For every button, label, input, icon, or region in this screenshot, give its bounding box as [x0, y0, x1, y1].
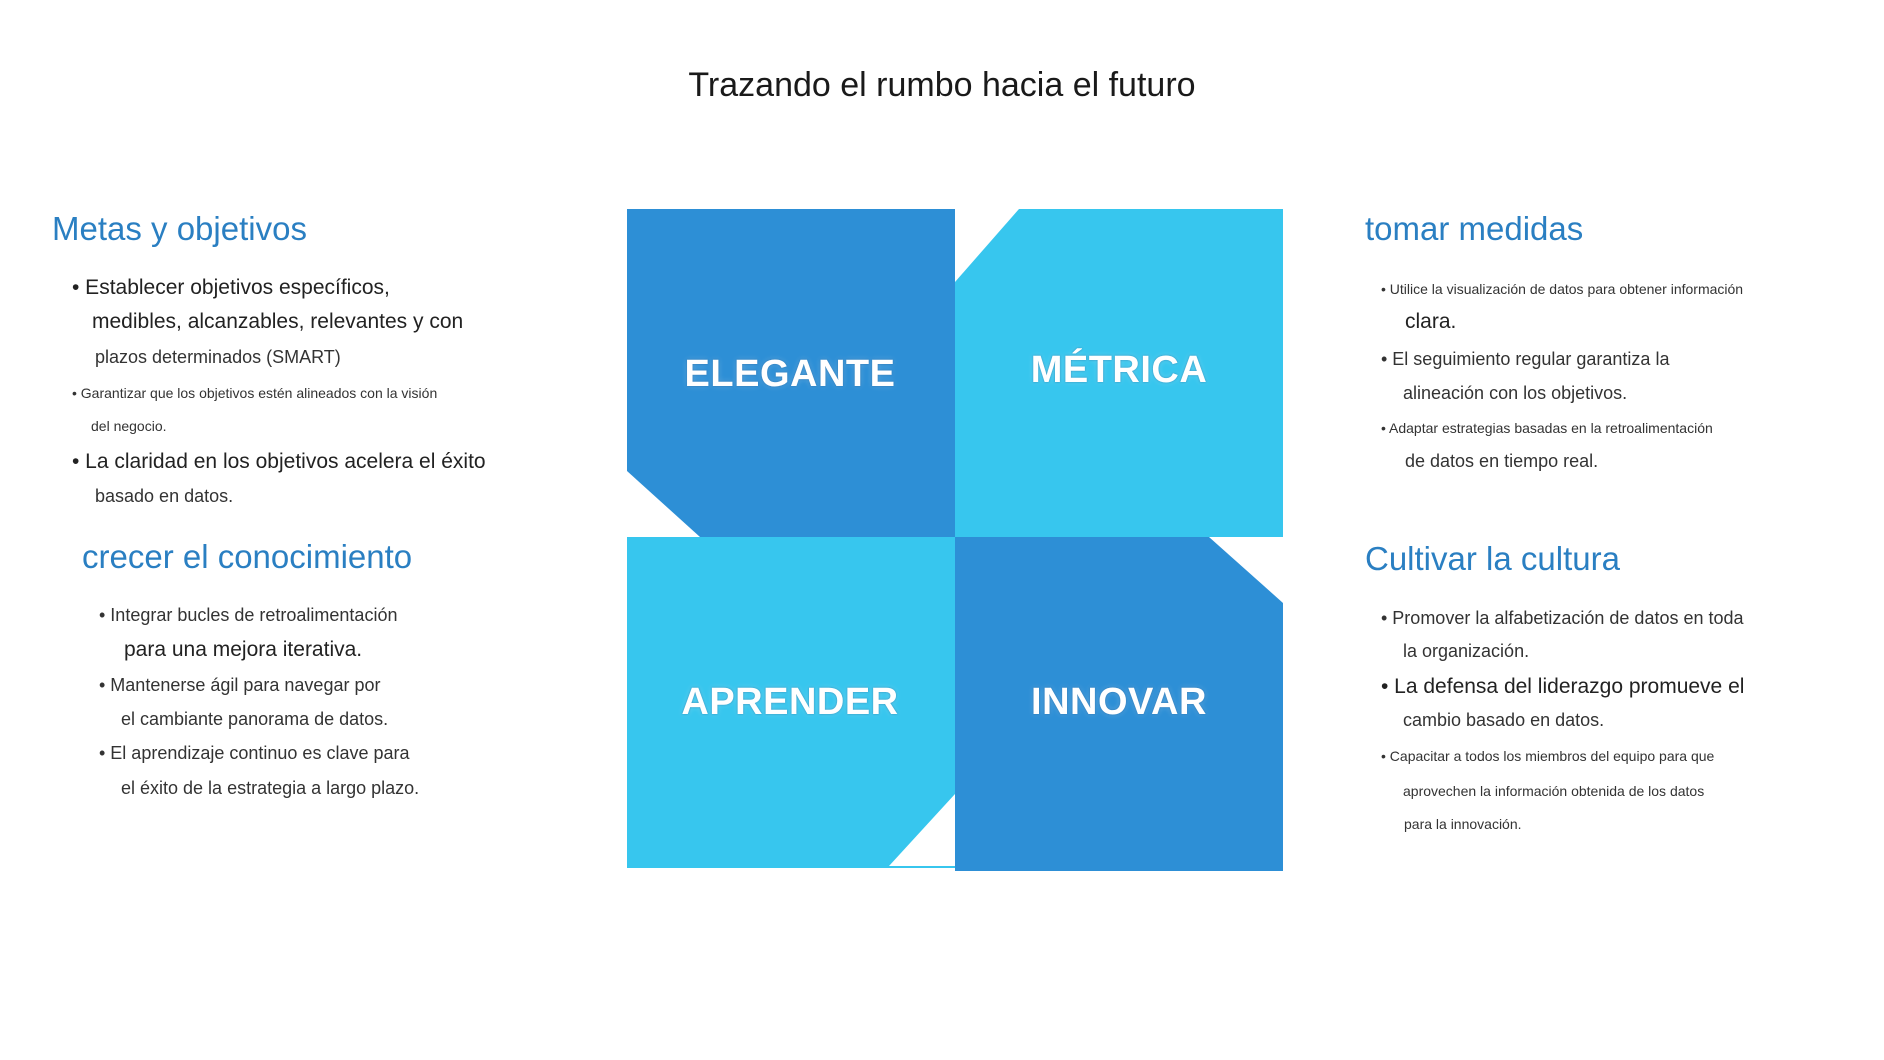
- action-line-5: • Adaptar estrategias basadas en la retr…: [1381, 420, 1713, 436]
- knowledge-line-5: • El aprendizaje continuo es clave para: [99, 743, 410, 763]
- action-line-2: clara.: [1405, 310, 1457, 333]
- culture-line-3: • La defensa del liderazgo promueve el: [1381, 675, 1745, 698]
- goals-line-7: basado en datos.: [95, 486, 234, 506]
- action-line-1: • Utilice la visualización de datos para…: [1381, 281, 1744, 297]
- culture-line-2: la organización.: [1403, 641, 1530, 661]
- culture-line-7: para la innovación.: [1404, 816, 1522, 832]
- quadrant-label-innovar: INNOVAR: [1031, 681, 1207, 723]
- culture-line-4: cambio basado en datos.: [1403, 710, 1605, 730]
- goals-line-1: • Establecer objetivos específicos,: [72, 276, 390, 299]
- knowledge-line-6: el éxito de la estrategia a largo plazo.: [121, 778, 420, 798]
- quadrant-bottom-left: [627, 537, 955, 868]
- page-title: Trazando el rumbo hacia el futuro: [688, 66, 1196, 104]
- knowledge-line-1: • Integrar bucles de retroalimentación: [99, 605, 398, 625]
- culture-line-6: aprovechen la información obtenida de lo…: [1403, 783, 1705, 799]
- action-line-4: alineación con los objetivos.: [1403, 383, 1628, 403]
- quadrant-label-elegante: ELEGANTE: [684, 353, 896, 395]
- action-heading: tomar medidas: [1365, 210, 1584, 247]
- culture-line-5: • Capacitar a todos los miembros del equ…: [1381, 748, 1715, 764]
- culture-heading: Cultivar la cultura: [1365, 540, 1620, 577]
- quadrant-top-right: [955, 209, 1283, 537]
- quadrant-top-left: [627, 209, 955, 537]
- goals-line-4: • Garantizar que los objetivos estén ali…: [72, 385, 438, 401]
- knowledge-line-4: el cambiante panorama de datos.: [121, 709, 389, 729]
- goals-line-6: • La claridad en los objetivos acelera e…: [72, 450, 486, 473]
- quadrant-label-metrica: MÉTRICA: [1030, 349, 1208, 391]
- goals-line-2: medibles, alcanzables, relevantes y con: [92, 310, 464, 333]
- knowledge-line-2: para una mejora iterativa.: [124, 638, 363, 661]
- goals-line-5: del negocio.: [91, 418, 167, 434]
- quadrant-bottom-right: [955, 537, 1283, 871]
- quadrant-notch-bottom: [889, 794, 955, 866]
- quadrant-label-aprender: APRENDER: [681, 681, 899, 723]
- action-line-6: de datos en tiempo real.: [1405, 451, 1599, 471]
- goals-line-3: plazos determinados (SMART): [95, 347, 341, 367]
- action-line-3: • El seguimiento regular garantiza la: [1381, 349, 1670, 369]
- goals-heading: Metas y objetivos: [52, 210, 307, 247]
- knowledge-line-3: • Mantenerse ágil para navegar por: [99, 675, 381, 695]
- knowledge-heading: crecer el conocimiento: [82, 538, 413, 575]
- culture-line-1: • Promover la alfabetización de datos en…: [1381, 608, 1744, 628]
